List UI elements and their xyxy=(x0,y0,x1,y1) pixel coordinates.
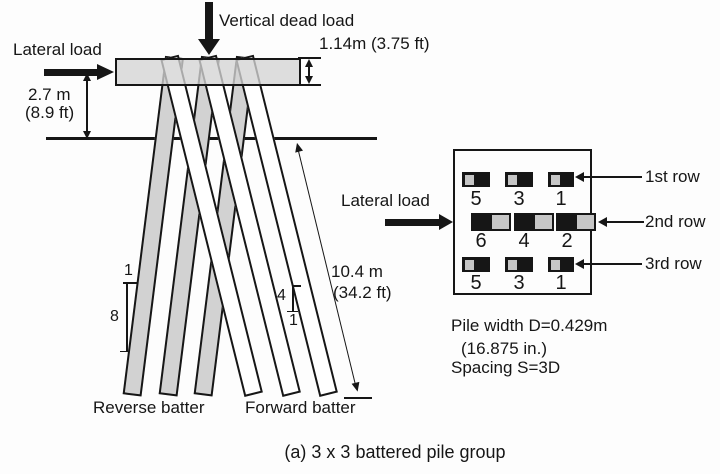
pile-width-note: Pile width D=0.429m xyxy=(451,316,608,335)
plan-pile-5-row1 xyxy=(462,172,490,187)
row1-arrow-line xyxy=(583,176,642,178)
vertical-load-arrow-head xyxy=(198,39,220,55)
pile-dark-half xyxy=(516,215,535,229)
pile-tip-tick xyxy=(344,397,372,399)
pile-number: 3 xyxy=(513,272,525,294)
embedment-dim-arrow-down xyxy=(83,131,91,139)
pile-light-half xyxy=(550,174,560,185)
forward-slope-line xyxy=(292,285,294,312)
reverse-slope-line xyxy=(126,282,128,352)
row3-label: 3rd row xyxy=(645,254,702,273)
cap-thickness-label: 1.14m (3.75 ft) xyxy=(319,34,430,53)
cap-dim-line xyxy=(308,64,310,79)
forward-slope-tick-top xyxy=(292,285,301,287)
pile-number: 5 xyxy=(470,272,482,294)
pile-length-arrow-up xyxy=(292,142,303,153)
pile-spacing-note: Spacing S=3D xyxy=(451,358,561,377)
lateral-load-arrow-shaft xyxy=(44,69,97,76)
plan-lateral-arrow-head xyxy=(439,214,453,230)
reverse-slope-tick-top xyxy=(123,282,137,284)
embedment-label-ft: (8.9 ft) xyxy=(25,103,75,122)
plan-pile-3-row3 xyxy=(505,257,533,272)
plan-pile-3-row1 xyxy=(505,172,533,187)
forward-batter-label: Forward batter xyxy=(245,398,356,417)
pile-cap xyxy=(115,58,301,86)
lateral-load-arrow-head xyxy=(97,64,114,80)
pile-number: 5 xyxy=(470,188,482,210)
row3-arrow-head xyxy=(575,259,584,269)
row1-arrow-head xyxy=(575,172,584,182)
vertical-load-arrow-shaft xyxy=(205,2,213,40)
pile-length-arrow-down xyxy=(351,382,362,393)
pile-length-label-m: 10.4 m xyxy=(331,262,383,281)
pile-light-half xyxy=(550,259,560,270)
pile-number: 1 xyxy=(555,188,567,210)
plan-pile-5-row3 xyxy=(462,257,490,272)
pile-number: 2 xyxy=(561,230,573,252)
embedment-label-m: 2.7 m xyxy=(28,85,71,104)
pile-length-label-ft: (34.2 ft) xyxy=(333,283,392,302)
pile-dark-half xyxy=(558,215,577,229)
pile-light-half xyxy=(507,259,517,270)
cap-dim-tick-top xyxy=(298,57,321,59)
lateral-load-label-elevation: Lateral load xyxy=(13,40,102,59)
row2-label: 2nd row xyxy=(645,212,706,231)
reverse-slope-rise: 8 xyxy=(110,308,119,325)
row2-arrow-head xyxy=(598,217,607,227)
row2-arrow-line xyxy=(606,221,644,223)
embedment-dim-line xyxy=(86,79,88,132)
pile-number: 6 xyxy=(475,230,487,252)
row1-label: 1st row xyxy=(645,167,700,186)
vertical-load-label: Vertical dead load xyxy=(219,11,355,30)
plan-pile-6-row2 xyxy=(471,213,511,231)
plan-pile-4-row2 xyxy=(514,213,554,231)
lateral-load-label-plan: Lateral load xyxy=(341,191,430,210)
pile-light-half xyxy=(464,259,474,270)
plan-lateral-arrow-shaft xyxy=(385,219,440,226)
cap-dim-tick-bottom xyxy=(298,84,321,86)
forward-slope-run: 1 xyxy=(289,312,298,329)
reverse-batter-label: Reverse batter xyxy=(93,398,205,417)
forward-slope-tick-bottom xyxy=(287,310,298,313)
pile-number: 3 xyxy=(513,188,525,210)
pile-light-half xyxy=(464,174,474,185)
pile-number: 1 xyxy=(555,272,567,294)
reverse-slope-tick-bottom xyxy=(120,350,127,353)
row3-arrow-line xyxy=(583,263,642,265)
plan-pile-2-row2 xyxy=(556,213,596,231)
forward-slope-rise: 4 xyxy=(277,287,286,304)
figure-caption: (a) 3 x 3 battered pile group xyxy=(284,442,506,462)
plan-pile-1-row3 xyxy=(548,257,574,272)
pile-width-note-in: (16.875 in.) xyxy=(461,339,547,358)
cap-dim-arrow-down xyxy=(305,76,313,84)
pile-number: 4 xyxy=(518,230,530,252)
embedment-dim-arrow-up xyxy=(83,73,91,81)
cap-dim-arrow-up xyxy=(305,59,313,67)
pile-dark-half xyxy=(473,215,492,229)
reverse-slope-run: 1 xyxy=(124,262,133,279)
plan-pile-1-row1 xyxy=(548,172,574,187)
ground-line xyxy=(46,137,377,140)
pile-light-half xyxy=(507,174,517,185)
